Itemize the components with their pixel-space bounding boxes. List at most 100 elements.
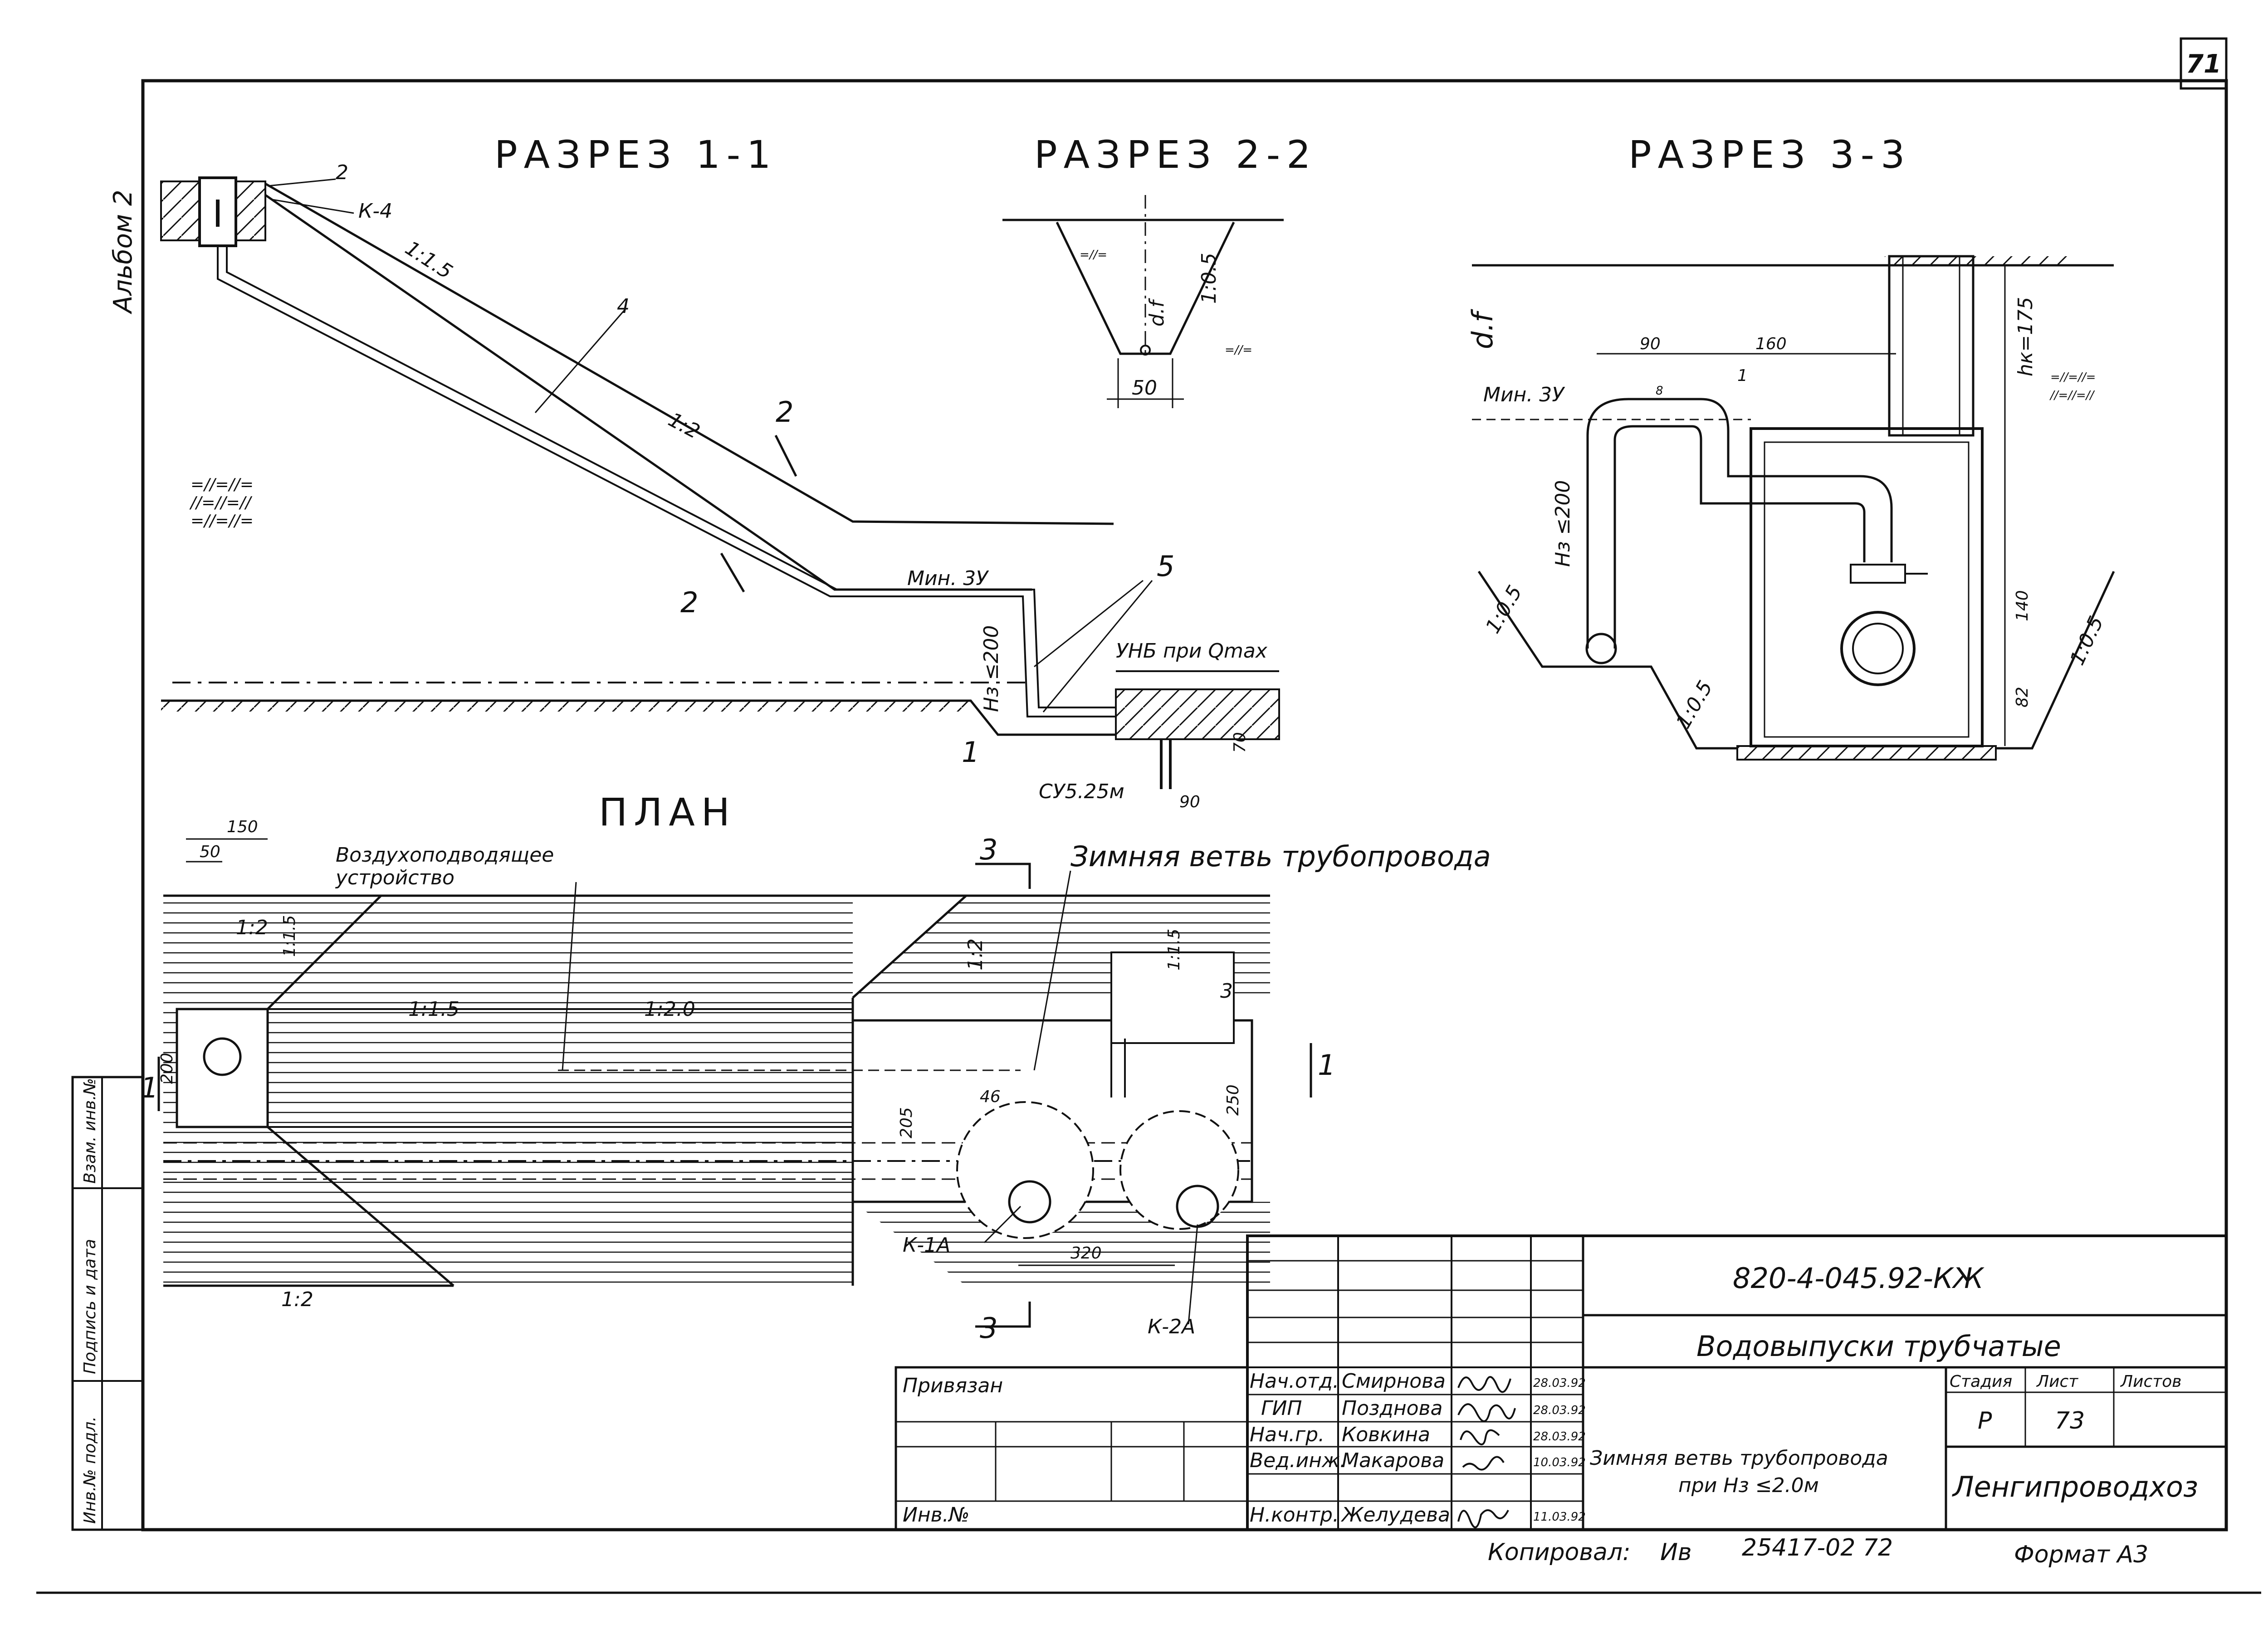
plan-slope-15-mid: 1:1.5 [1165,929,1183,971]
s1-unb: УНБ при Qmax [1116,639,1268,663]
bound-label: Привязан [903,1374,1003,1397]
staff-name: Желудева [1340,1503,1450,1527]
s1-cu: СУ5.25м [1039,780,1124,803]
plan-cut-3-top: 3 [980,833,997,866]
s1-item-1: 1 [962,736,979,769]
copied-by-label: Копировал: [1488,1539,1631,1566]
plan-cut-1-left: 1 [141,1071,158,1104]
header-sheet: Лист [2036,1372,2078,1391]
s1-min-3u: Мин. 3У [907,567,989,590]
s1-cut-2b: 2 [680,586,698,619]
plan-slope-2-mid: 1:2 [964,938,987,971]
inv-label: Инв.№ [903,1503,969,1527]
plan-air-device-2: устройство [335,866,455,889]
plan-item-3: 3 [1220,980,1233,1003]
s3-dim-140: 140 [2013,590,2032,621]
staff-date: 28.03.92 [1533,1404,1586,1417]
format-label: Формат А3 [2014,1541,2148,1568]
plan-dim-320: 320 [1070,1244,1102,1263]
svg-text:=//=: =//= [1080,248,1107,262]
side-stamp-replace: Взам. инв.№ [81,1078,99,1184]
album-label: Альбом 2 [108,190,138,314]
staff-role: ГИП [1261,1397,1302,1420]
s1-dim-70: 70 [1231,732,1249,753]
staff-date: 28.03.92 [1533,1376,1586,1390]
s1-dim-90: 90 [1179,793,1200,811]
s3-df: d.f [1466,309,1499,349]
s1-item-2: 2 [336,161,348,184]
s3-hk: hк=175 [2014,297,2037,376]
s1-item-4: 4 [617,295,630,318]
plan-slope-15-top: 1:1.5 [280,915,299,957]
plan-dim-46: 46 [980,1088,1001,1106]
side-stamp-sign: Подпись и дата [81,1239,99,1374]
s1-h-le-200: Hз ≤200 [980,625,1003,712]
header-sheets: Листов [2120,1372,2181,1391]
value-sheet: 73 [2055,1407,2085,1434]
staff-role: Нач.отд. [1250,1370,1339,1393]
plan-k2a: К-2А [1148,1315,1195,1338]
side-stamp [71,1076,144,1531]
plan-k1a: К-1А [903,1234,950,1257]
s2-slope: 1:0.5 [1198,253,1221,304]
copier-initials: Ив [1660,1539,1692,1566]
project-title: Водовыпуски трубчатые [1696,1330,2061,1363]
plan-winter-branch: Зимняя ветвь трубопровода [1070,840,1491,873]
plan-title: ПЛАН [599,790,736,834]
svg-text:=//=//=: =//=//= [2050,371,2096,384]
staff-name: Ковкина [1342,1423,1430,1446]
staff-name: Смирнова [1342,1370,1446,1393]
svg-text:=//=//=: =//=//= [191,512,254,530]
s3-slope-right: 1:0.5 [2066,613,2108,669]
sheet-number: 71 [2186,49,2221,79]
svg-text:=//=: =//= [1225,343,1252,357]
section-2-2: РАЗРЕЗ 2-2 =//= =//= [1002,132,1317,408]
plan-slope-2-top: 1:2 [236,916,268,939]
plan-cut-3-bottom: 3 [980,1312,997,1345]
s3-dim-82: 82 [2013,687,2032,707]
doc-code: 820-4-045.92-КЖ [1733,1262,1984,1295]
s3-min-3u: Мин. 3У [1483,383,1565,406]
svg-text://=//=//: //=//=// [2049,389,2095,402]
s1-cut-2a: 2 [776,395,793,429]
archive-number: 25417-02 72 [1742,1534,1893,1561]
s3-slope-left: 1:0.5 [1481,581,1527,637]
plan-cut-1-right: 1 [1318,1049,1335,1082]
s3-slope-mid: 1:0.5 [1672,677,1717,732]
plan-slope-2-bottom: 1:2 [281,1288,313,1311]
staff-role: Вед.инж. [1250,1449,1346,1472]
s3-h-le-200: Hз ≤200 [1551,480,1574,567]
s2-df: d.f [1145,298,1168,327]
plan-dim-200: 200 [158,1053,176,1084]
section-1-1: РАЗРЕЗ 1-1 =//=//= //=//=// =//=//= [160,132,1280,789]
s3-dim-90: 90 [1640,335,1661,353]
plan-dim-150: 150 [227,818,258,836]
staff-role: Н.контр. [1250,1503,1339,1527]
svg-text:=//=//=: =//=//= [191,475,254,494]
staff-role: Нач.гр. [1250,1423,1325,1446]
staff-date: 10.03.92 [1533,1456,1586,1469]
drawing-title-1: Зимняя ветвь трубопровода [1590,1447,1888,1470]
organization: Ленгипроводхоз [1952,1470,2198,1503]
signatures [1457,1376,1516,1528]
section-3-title: РАЗРЕЗ 3-3 [1628,132,1911,177]
title-block-grid [894,1234,2228,1531]
section-3-3: РАЗРЕЗ 3-3 =//=//= //=//=// [1472,132,2115,761]
staff-name: Макарова [1342,1449,1444,1472]
plan-dim-50: 50 [200,843,220,861]
side-stamp-inv: Инв.№ подл. [81,1416,99,1524]
section-1-title: РАЗРЕЗ 1-1 [494,132,777,177]
plan-dim-205: 205 [897,1107,916,1138]
plan-slope-20: 1:2.0 [644,998,695,1021]
s3-dim-160: 160 [1755,335,1787,353]
s1-item-5: 5 [1157,550,1174,583]
section-2-title: РАЗРЕЗ 2-2 [1034,132,1317,177]
plan-slope-15-left: 1:1.5 [408,998,459,1021]
svg-text://=//=//: //=//=// [189,493,253,512]
staff-name: Позднова [1342,1397,1442,1420]
s1-k4: К-4 [358,200,392,223]
plan-view: ПЛАН [157,790,1312,1328]
plan-dim-250: 250 [1224,1084,1242,1116]
plan-air-device-1: Воздухоподводящее [336,844,554,867]
